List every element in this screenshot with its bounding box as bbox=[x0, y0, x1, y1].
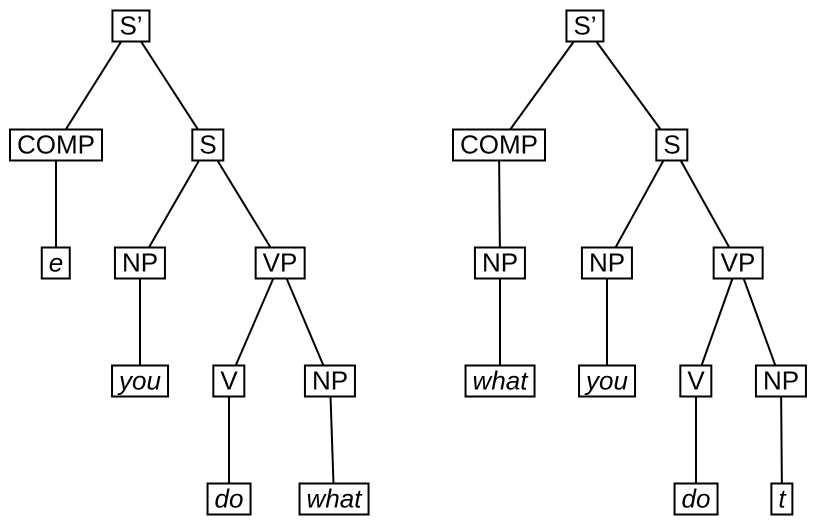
right-node-t: t bbox=[770, 482, 794, 516]
right-node-do: do bbox=[673, 482, 719, 516]
right-node-sbar: S’ bbox=[565, 9, 605, 43]
left-node-vp: VP bbox=[254, 246, 306, 280]
left-node-np-subject: NP bbox=[113, 246, 167, 280]
right-node-comp: COMP bbox=[452, 128, 546, 162]
right-node-v: V bbox=[679, 364, 713, 398]
right-node-np-object: NP bbox=[754, 364, 808, 398]
left-node-e: e bbox=[40, 246, 72, 280]
left-node-you: you bbox=[111, 364, 169, 398]
left-node-what: what bbox=[298, 482, 370, 516]
left-tree-edges bbox=[55, 25, 335, 500]
right-node-np-subject: NP bbox=[580, 246, 634, 280]
right-node-you: you bbox=[578, 364, 636, 398]
right-node-np-comp: NP bbox=[473, 246, 527, 280]
left-node-comp: COMP bbox=[9, 128, 103, 162]
left-node-np-object: NP bbox=[303, 364, 357, 398]
left-node-sbar: S’ bbox=[111, 9, 151, 43]
left-node-do: do bbox=[206, 482, 252, 516]
left-node-s: S bbox=[191, 128, 225, 162]
right-node-s: S bbox=[655, 128, 689, 162]
right-node-vp: VP bbox=[712, 246, 764, 280]
right-node-what: what bbox=[464, 364, 536, 398]
left-node-v: V bbox=[212, 364, 246, 398]
right-tree-edges bbox=[498, 25, 783, 500]
